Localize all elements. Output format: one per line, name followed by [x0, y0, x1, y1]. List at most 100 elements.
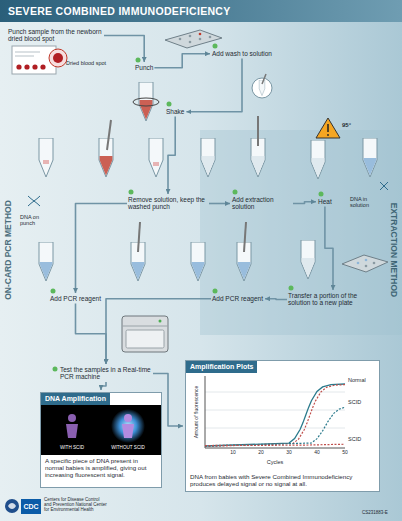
- panel-body: A specific piece of DNA present in norma…: [41, 455, 161, 480]
- flow-arrow: [168, 117, 175, 195]
- label: SCID: [348, 399, 361, 405]
- grid-line: [205, 410, 345, 411]
- pcr-machine-lid: [122, 326, 168, 327]
- fluorescent-halo: [111, 409, 145, 443]
- punch-disk: [43, 160, 49, 164]
- step-dot: [213, 44, 218, 49]
- flow-arrow: [104, 36, 144, 63]
- tube: [363, 138, 377, 177]
- tube-liquid: [100, 156, 113, 176]
- baby-figure: [124, 414, 132, 422]
- label: Cycles: [267, 459, 284, 465]
- shake-motion: [133, 98, 159, 106]
- flow-arrow: [153, 374, 183, 427]
- flow-arrow: [325, 207, 333, 291]
- cdc-logo: [21, 499, 41, 514]
- step-dot: [319, 192, 324, 197]
- pcr-machine: [122, 316, 168, 352]
- tube-liquid: [364, 158, 377, 176]
- label: CS231883-E: [362, 510, 388, 515]
- blood-dot: [40, 64, 45, 69]
- step-label: Remove solution, keep the washed punch: [128, 196, 208, 211]
- plate-well: [373, 262, 376, 265]
- panel-heading: DNA Amplification: [41, 393, 110, 405]
- tube-liquid: [252, 156, 265, 176]
- panel-heading: Amplification Plots: [186, 361, 257, 373]
- hhs-logo: [5, 499, 19, 513]
- tube: [99, 138, 113, 177]
- tube-liquid: [302, 258, 315, 278]
- flow-arrow: [76, 304, 107, 365]
- step-dot: [136, 58, 141, 63]
- normal-curve: [205, 384, 345, 446]
- flow-arrow: [265, 298, 287, 300]
- tube-liquid: [202, 156, 215, 176]
- side-label: Amount of fluorescence: [194, 386, 200, 439]
- baby-figure: [66, 424, 78, 438]
- step-label: Add wash to solution: [212, 50, 272, 57]
- step-text: Add PCR reagent: [212, 295, 263, 302]
- step-text: Add wash to solution: [212, 50, 272, 57]
- flow-arrow: [293, 202, 316, 204]
- tube-liquid: [40, 262, 53, 280]
- label: Normal: [348, 377, 366, 383]
- blood-spot-zoom: [49, 49, 67, 67]
- step-dot: [233, 190, 238, 195]
- tube-liquid: [132, 262, 145, 280]
- plate-well: [179, 38, 182, 41]
- blood-spot: [53, 53, 63, 63]
- panel-ground: [40, 392, 162, 488]
- card-line: [15, 52, 40, 53]
- step-label: Heat: [318, 198, 332, 205]
- warning-mark: [327, 134, 329, 136]
- step-dot: [53, 367, 58, 372]
- panel-image-space: [186, 373, 379, 471]
- pipette: [262, 74, 266, 84]
- step-dot: [289, 286, 294, 291]
- flow-arrow: [154, 54, 210, 68]
- tube: [201, 138, 215, 177]
- baby-figure: [68, 414, 76, 422]
- title-banner: [0, 0, 402, 22]
- step-text: Add extraction solution: [232, 196, 292, 211]
- tube: [149, 138, 163, 177]
- tube-liquid: [192, 262, 205, 280]
- plate-well: [365, 259, 368, 262]
- label: 50: [342, 450, 348, 456]
- step-label: Shake: [166, 108, 184, 115]
- plate-well: [209, 36, 212, 39]
- title-text: SEVERE COMBINED IMMUNODEFICIENCY: [8, 5, 231, 17]
- panel-ground: [185, 360, 380, 492]
- grid-line: [205, 392, 345, 393]
- tube: [191, 242, 205, 281]
- pipette: [244, 222, 246, 252]
- flow-arrow: [76, 204, 128, 294]
- label: 40: [314, 450, 320, 456]
- side-label: ON-CARD PCR METHOD: [4, 200, 14, 300]
- pipette: [107, 120, 111, 150]
- label: WITH SCID: [60, 445, 84, 450]
- microplate: [165, 30, 222, 48]
- label: SCID: [348, 436, 361, 442]
- label: WITHOUT SCID: [111, 445, 145, 450]
- label: 30: [286, 450, 292, 456]
- step-dot: [129, 190, 134, 195]
- flow-arrow: [106, 299, 211, 364]
- pcr-machine-front: [126, 330, 164, 348]
- tube: [139, 82, 153, 121]
- tube-liquid: [312, 158, 325, 178]
- plate-well: [189, 35, 192, 38]
- step-dot: [167, 102, 172, 107]
- label: Dried blood spot: [66, 60, 106, 66]
- label: 20: [258, 450, 264, 456]
- tube: [311, 140, 325, 179]
- pcr-machine-led: [159, 320, 162, 323]
- tube-liquid: [238, 262, 251, 280]
- step-text: Remove solution, keep the washed punch: [128, 196, 208, 211]
- step-label: Add PCR reagent: [212, 295, 263, 302]
- warning-mark: [327, 124, 329, 132]
- step-dot: [213, 289, 218, 294]
- step-label: Transfer a portion of the solution to a …: [288, 292, 378, 307]
- y-axis: [205, 376, 206, 448]
